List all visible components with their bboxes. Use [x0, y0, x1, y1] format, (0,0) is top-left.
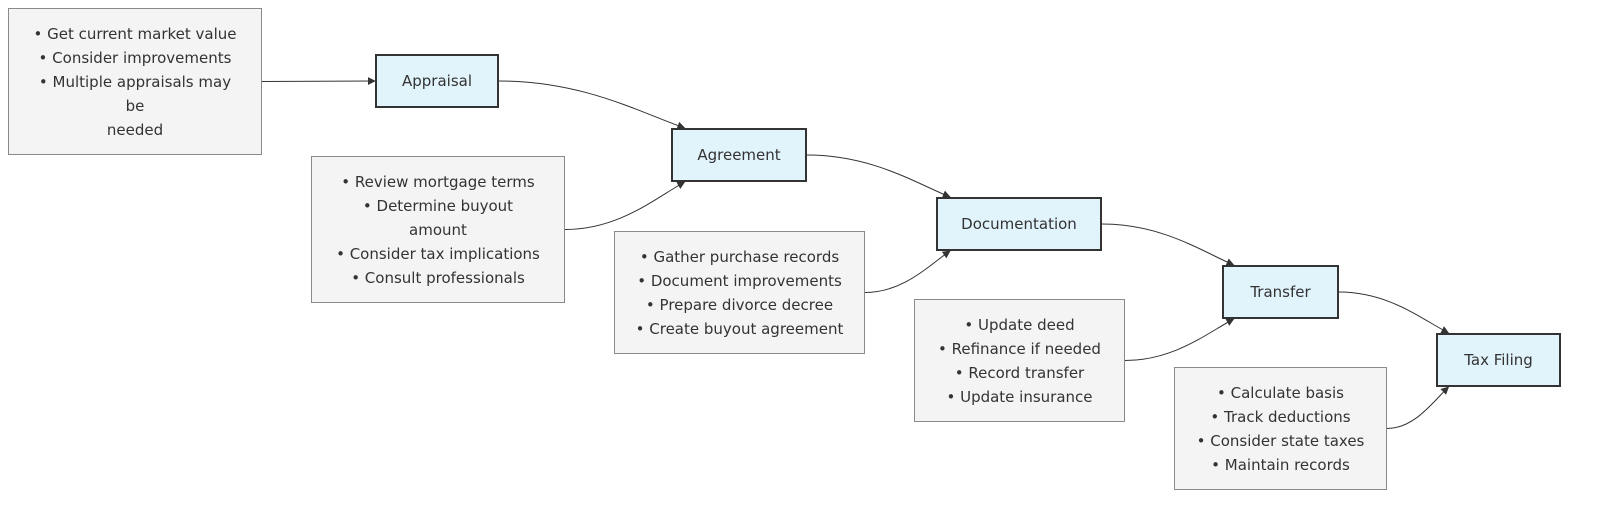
agreement-notes-line: • Review mortgage terms: [341, 172, 535, 191]
agreement-notes-line: amount: [409, 220, 467, 239]
tax-notes-line: • Track deductions: [1210, 407, 1351, 426]
edge-agreement-to-documentation: [806, 154, 951, 198]
transfer: Transfer: [1222, 265, 1339, 319]
documentation-notes-line: • Document improvements: [637, 271, 842, 290]
tax-notes: • Calculate basis • Track deductions • C…: [1174, 367, 1387, 490]
appraisal-notes-line: • Multiple appraisals may: [38, 72, 232, 91]
agreement: Agreement: [671, 128, 807, 182]
edge-appraisal-notes-to-appraisal: [261, 77, 376, 86]
documentation-notes: • Gather purchase records • Document imp…: [614, 231, 865, 354]
transfer-notes-line: • Update insurance: [946, 387, 1093, 406]
transfer-notes-line: • Record transfer: [954, 363, 1085, 382]
tax-notes-line: • Consider state taxes: [1196, 431, 1365, 450]
edge-agreement-notes-to-agreement: [564, 181, 686, 230]
tax-notes-line: • Calculate basis: [1217, 383, 1344, 402]
agreement-notes-line: • Determine buyout: [362, 196, 514, 215]
step-label: Appraisal: [401, 72, 472, 90]
agreement-notes-line: • Consider tax implications: [336, 244, 540, 263]
edge-tax-notes-to-tax-filing: [1386, 386, 1450, 429]
edge-transfer-to-tax-filing: [1338, 291, 1450, 334]
step-label: Documentation: [961, 215, 1077, 233]
transfer-notes: • Update deed • Refinance if needed • Re…: [914, 299, 1125, 422]
step-label: Tax Filing: [1464, 351, 1533, 369]
appraisal-notes-line: be: [125, 96, 145, 115]
agreement-notes: • Review mortgage terms • Determine buyo…: [311, 156, 565, 303]
edge-transfer-notes-to-transfer: [1124, 318, 1235, 361]
documentation: Documentation: [936, 197, 1102, 251]
tax-filing: Tax Filing: [1436, 333, 1561, 387]
appraisal-notes: • Get current market value • Consider im…: [8, 8, 262, 155]
step-label: Agreement: [697, 146, 781, 164]
appraisal-notes-line: • Get current market value: [33, 24, 237, 43]
documentation-notes-line: • Gather purchase records: [639, 247, 840, 266]
step-label: Transfer: [1250, 283, 1311, 301]
transfer-notes-line: • Update deed: [964, 315, 1075, 334]
documentation-notes-line: • Create buyout agreement: [635, 319, 844, 338]
appraisal: Appraisal: [375, 54, 499, 108]
tax-notes-line: • Maintain records: [1211, 455, 1350, 474]
transfer-notes-line: • Refinance if needed: [938, 339, 1101, 358]
appraisal-notes-line: • Consider improvements: [38, 48, 232, 67]
documentation-notes-line: • Prepare divorce decree: [645, 295, 834, 314]
appraisal-notes-line: needed: [106, 120, 164, 139]
agreement-notes-line: • Consult professionals: [351, 268, 525, 287]
edge-documentation-notes-to-documentation: [864, 250, 951, 293]
edge-appraisal-to-agreement: [498, 80, 686, 130]
edge-documentation-to-transfer: [1101, 223, 1235, 266]
